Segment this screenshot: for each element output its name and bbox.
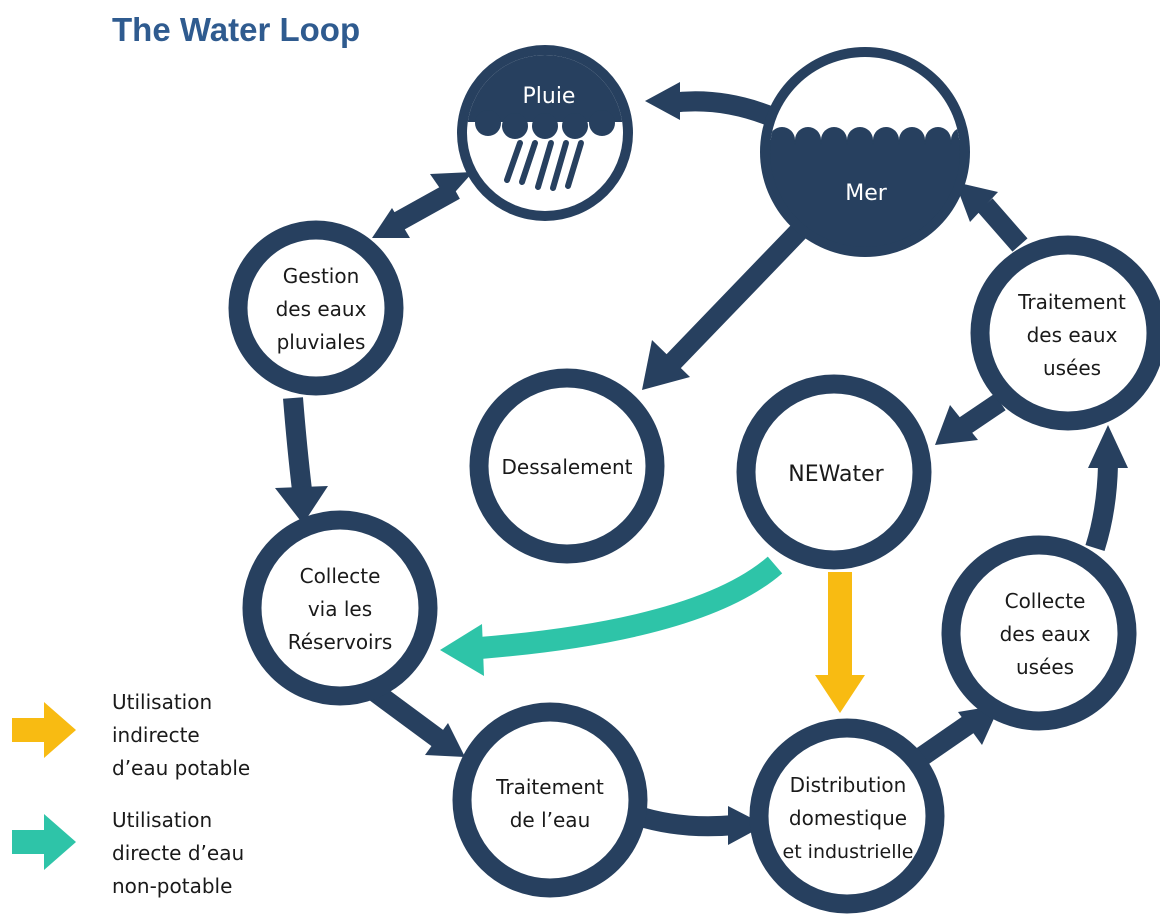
- node-collecte-reservoirs-label-3: Réservoirs: [288, 630, 393, 654]
- legend-direct-line-3: non-potable: [112, 874, 232, 898]
- node-distribution-label-2: domestique: [789, 806, 907, 830]
- arrowhead-collecte: [275, 486, 328, 524]
- arrowhead-traitement-usees: [1088, 425, 1128, 468]
- arrowhead-dessalement: [642, 340, 690, 390]
- node-distribution-ring: [749, 718, 945, 914]
- diagram-title: The Water Loop: [112, 11, 360, 48]
- legend-yellow-arrow-icon: [12, 702, 76, 758]
- arrow-gestion-to-collecte: [283, 397, 312, 492]
- node-collecte-usees-label-1: Collecte: [1005, 589, 1086, 613]
- node-collecte-reservoirs-ring: [242, 510, 438, 706]
- arrow-pluie-gestion: [387, 181, 460, 234]
- node-gestion-label-2: des eaux: [276, 297, 367, 321]
- connectors: [283, 91, 1118, 837]
- node-collecte-reservoirs-label-2: via les: [308, 597, 372, 621]
- arrowhead-distribution: [728, 806, 765, 845]
- legend-direct-line-2: directe d’eau: [112, 841, 244, 865]
- arrowhead-pluie-end: [430, 172, 473, 200]
- node-collecte-usees-label-3: usées: [1016, 655, 1074, 679]
- node-newater-ring: [736, 374, 932, 570]
- arrowheads: [275, 82, 1128, 845]
- arrowhead-traitement: [425, 723, 465, 757]
- arrow-collecte-to-traitement: [369, 683, 446, 749]
- node-traitement-usees-ring: [970, 235, 1160, 431]
- direct-nonpotable-arrowhead: [440, 624, 484, 676]
- legend-green-arrow-icon: [12, 814, 76, 870]
- legend-indirect-line-1: Utilisation: [112, 690, 212, 714]
- node-mer-label: Mer: [845, 181, 888, 206]
- node-distribution-label-1: Distribution: [790, 773, 907, 797]
- node-dessalement-label: Dessalement: [502, 455, 633, 479]
- arrowhead-pluie: [645, 82, 680, 120]
- arrow-mer-to-dessalement: [662, 223, 808, 372]
- node-distribution-label-3: et industrielle: [783, 841, 914, 863]
- arrow-collecte-usees-to-traitement: [1085, 464, 1118, 552]
- arrowhead-newater: [935, 405, 978, 445]
- arrow-traitement-to-mer: [977, 198, 1028, 252]
- legend-direct-line-1: Utilisation: [112, 808, 212, 832]
- node-traitement-eau-label-1: Traitement: [495, 775, 604, 799]
- arrow-distribution-to-collecte-usees: [911, 713, 978, 769]
- node-mer: Mer: [760, 47, 970, 257]
- arrowhead-gestion-end: [372, 208, 410, 238]
- node-traitement-usees-label-1: Traitement: [1017, 290, 1126, 314]
- node-traitement-eau-label-2: de l’eau: [510, 808, 591, 832]
- node-dessalement-ring: [469, 368, 665, 564]
- arrowhead-mer: [955, 182, 998, 222]
- node-collecte-reservoirs-label-1: Collecte: [300, 564, 381, 588]
- node-newater-label: NEWater: [788, 462, 884, 487]
- ring-node-labels: Gestion des eaux pluviales Traitement de…: [276, 264, 1126, 863]
- arrow-traitement-to-distribution: [631, 805, 736, 837]
- node-pluie: Pluie: [457, 45, 633, 221]
- indirect-potable-arrow: [828, 572, 852, 677]
- node-traitement-eau-ring: [452, 702, 648, 898]
- direct-nonpotable-arrow: [479, 556, 783, 659]
- node-traitement-usees-label-2: des eaux: [1027, 323, 1118, 347]
- indirect-potable-arrowhead: [815, 675, 865, 713]
- node-collecte-usees-ring: [941, 535, 1137, 731]
- legend: Utilisation indirecte d’eau potable Util…: [12, 690, 250, 898]
- legend-indirect-potable: Utilisation indirecte d’eau potable: [12, 690, 250, 780]
- arrow-traitement-to-newater: [957, 393, 1006, 436]
- node-collecte-usees-label-2: des eaux: [1000, 622, 1091, 646]
- node-gestion-label-1: Gestion: [283, 264, 360, 288]
- node-pluie-label: Pluie: [523, 84, 576, 109]
- legend-indirect-line-2: indirecte: [112, 723, 200, 747]
- node-traitement-usees-label-3: usées: [1043, 356, 1101, 380]
- node-gestion-ring: [228, 220, 404, 396]
- ring-nodes: [228, 220, 1160, 914]
- legend-direct-nonpotable: Utilisation directe d’eau non-potable: [12, 808, 244, 898]
- legend-indirect-line-3: d’eau potable: [112, 756, 250, 780]
- node-gestion-label-3: pluviales: [277, 330, 366, 354]
